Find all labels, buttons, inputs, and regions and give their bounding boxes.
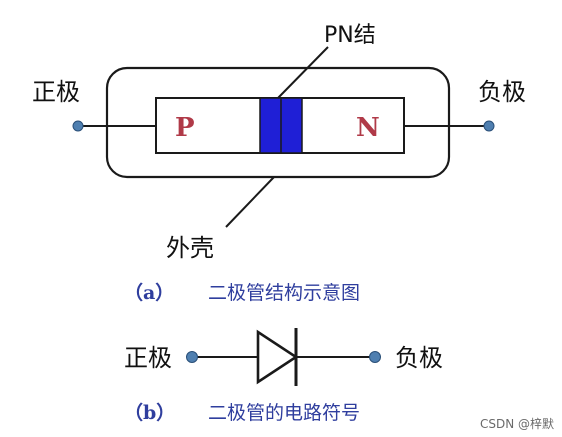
caption-b-index: （b） xyxy=(124,401,175,424)
pn-junction-pointer xyxy=(277,46,329,99)
negative-label-a: 负极 xyxy=(478,78,526,106)
circuit-symbol-diagram: 正极 负极 （b） 二极管的电路符号 xyxy=(124,328,443,424)
positive-terminal-a xyxy=(72,120,84,132)
negative-label-b: 负极 xyxy=(395,344,443,372)
shell-label: 外壳 xyxy=(166,234,214,262)
caption-a-text: 二极管结构示意图 xyxy=(208,282,360,304)
diode-shell xyxy=(105,66,451,179)
positive-terminal-b xyxy=(186,351,198,363)
positive-label-a: 正极 xyxy=(32,78,80,106)
negative-terminal-b xyxy=(369,351,381,363)
pn-junction-label: PN结 xyxy=(324,23,376,48)
watermark: CSDN @梓默 xyxy=(480,416,554,431)
negative-terminal-a xyxy=(483,120,495,132)
p-region-label: P xyxy=(175,113,195,143)
structure-diagram: 正极 负极 PN结 外壳 P N （a） 二极管结构示意图 xyxy=(32,23,526,304)
shell-pointer xyxy=(225,176,275,228)
caption-a-index: （a） xyxy=(124,281,174,304)
caption-b-text: 二极管的电路符号 xyxy=(208,402,360,424)
n-region-label: N xyxy=(356,113,380,143)
positive-label-b: 正极 xyxy=(124,344,172,372)
diode-triangle-icon xyxy=(256,329,299,385)
